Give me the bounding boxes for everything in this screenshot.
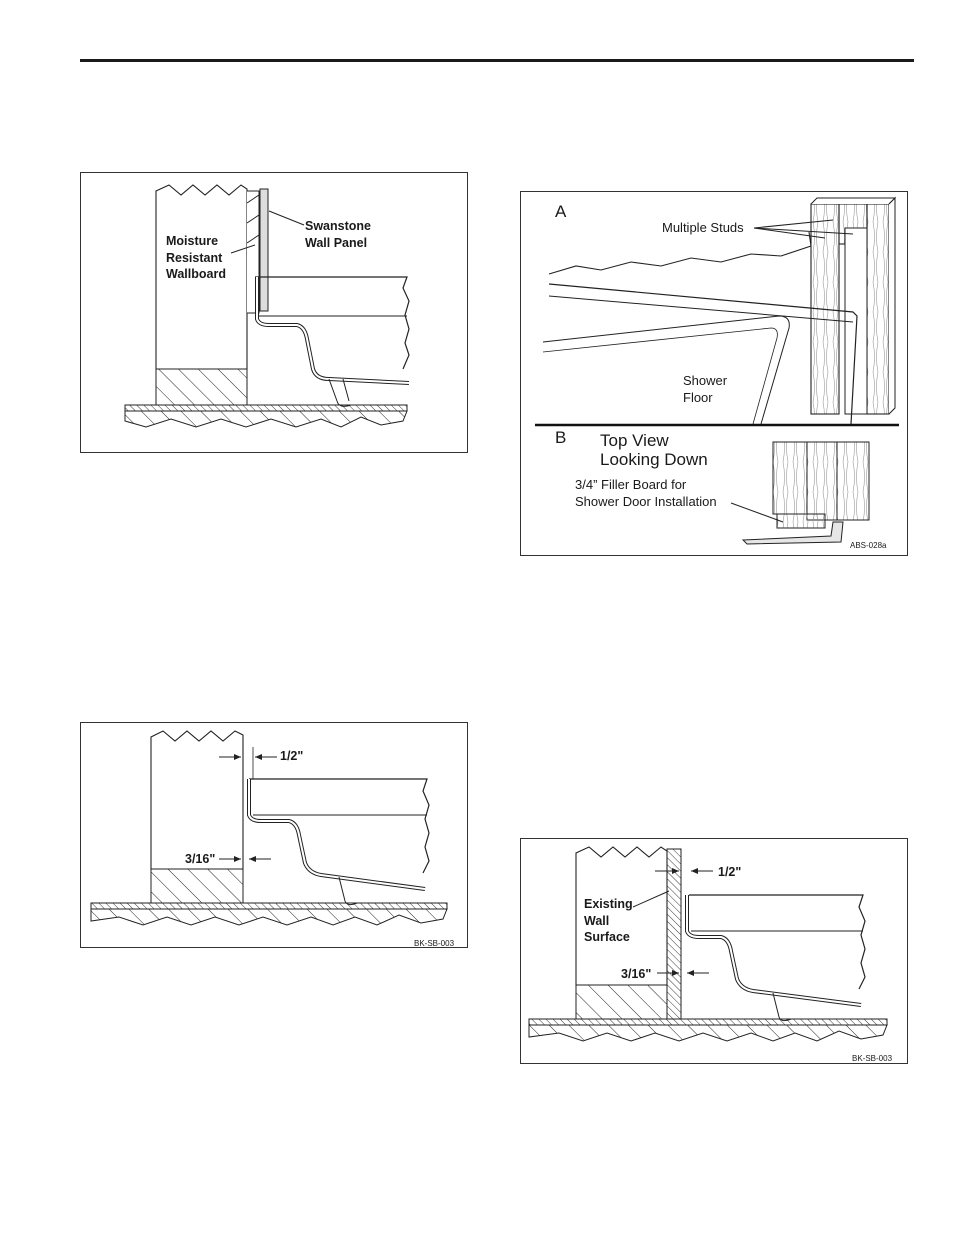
dimension-three-sixteenths: 3/16" <box>621 967 652 981</box>
figure-existing-wall-drawing <box>528 846 888 1042</box>
figure-wall-panel-drawing <box>124 184 410 428</box>
label-multiple-studs: Multiple Studs <box>662 220 744 235</box>
figure-code: BK-SB-003 <box>414 939 455 948</box>
label-swanstone-wall-panel: Swanstone Wall Panel <box>305 219 371 250</box>
label-b: B <box>555 428 567 447</box>
figure-clearance-dimensions: 1/2" 3/16" BK-SB-003 <box>80 722 468 948</box>
figure-code: ABS-028a <box>850 541 887 550</box>
header-rule <box>80 59 914 62</box>
figure-code: BK-SB-003 <box>852 1054 893 1063</box>
figure-clearance-drawing <box>90 730 448 926</box>
label-existing-wall-surface: Existing Wall Surface <box>584 897 633 944</box>
label-a: A <box>555 202 567 221</box>
figure-studs-drawing <box>535 196 899 545</box>
label-filler-board: 3/4” Filler Board for Shower Door Instal… <box>575 477 717 509</box>
dimension-half-inch: 1/2" <box>280 749 304 763</box>
figure-existing-wall: Existing Wall Surface 1/2" 3/16" BK-SB-0… <box>520 838 908 1064</box>
dimension-three-sixteenths: 3/16" <box>185 852 216 866</box>
label-moisture-resistant-wallboard: Moisture Resistant Wallboard <box>166 234 226 281</box>
figure-multiple-studs: A Multiple Studs Shower Floor B Top View… <box>520 191 908 556</box>
label-top-view: Top View Looking Down <box>600 431 708 469</box>
figure-wall-panel-section: Moisture Resistant Wallboard Swanstone W… <box>80 172 468 453</box>
dimension-half-inch: 1/2" <box>718 865 742 879</box>
label-shower-floor: Shower Floor <box>683 373 728 405</box>
